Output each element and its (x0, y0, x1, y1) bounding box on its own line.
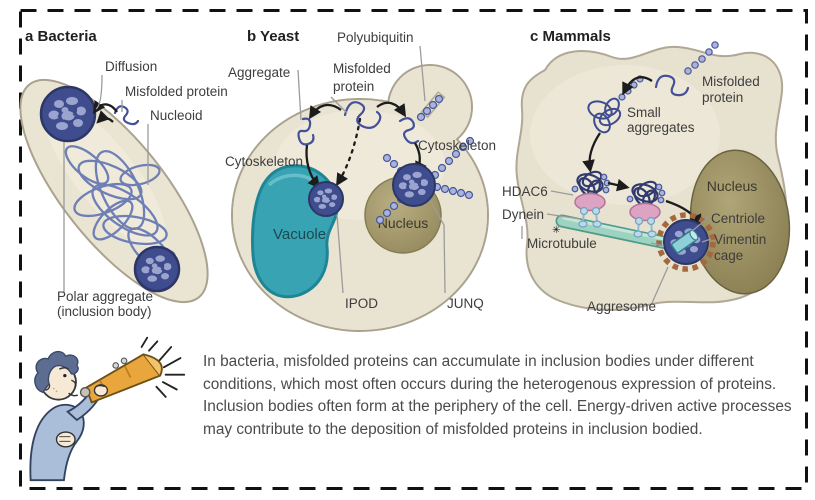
caption-text: In bacteria, misfolded proteins can accu… (203, 353, 792, 438)
announcer-head (34, 350, 79, 401)
announcer-cartoon (29, 336, 186, 482)
misfolded-protein-squiggle-center (343, 101, 382, 130)
label-vimentin-1: Vimentin (714, 232, 766, 247)
panel-title-yeast: b Yeast (247, 28, 299, 45)
megaphone (79, 353, 163, 404)
label-centriole: Centriole (711, 211, 765, 226)
label-cytoskeleton-left: Cytoskeleton (225, 154, 303, 169)
label-junq: JUNQ (447, 296, 484, 311)
panel-bacteria: a Bacteria (19, 28, 228, 319)
mammal-nucleus: Nucleus (689, 149, 791, 295)
ubiquitinated-squiggle-right (398, 117, 420, 145)
aggregate-squiggle-left (297, 117, 315, 146)
misfolded-protein-squiggle (113, 105, 140, 126)
label-hdac6: HDAC6 (502, 184, 548, 199)
transport-arrows (582, 76, 702, 228)
label-dynein: Dynein (502, 207, 544, 222)
centriole (671, 229, 699, 254)
label-polar-aggregate-1: Polar aggregate (57, 289, 153, 304)
label-polar-aggregate-2: (inclusion body) (57, 304, 152, 319)
panel-mammals: c Mammals Nucleus (502, 28, 791, 314)
ipod-aggregate (308, 181, 344, 217)
label-small-aggregates-2: aggregates (627, 120, 695, 135)
panel-title-bacteria: a Bacteria (25, 28, 97, 45)
leader-lines-yeast (297, 45, 446, 294)
sound-burst-lines (140, 336, 186, 398)
label-misfolded-2: protein (333, 79, 374, 94)
label-diffusion: Diffusion (105, 59, 157, 74)
label-ipod: IPOD (345, 296, 378, 311)
label-microtubule: Microtubule (527, 236, 597, 251)
polar-aggregate-bottom (133, 245, 181, 293)
panel-yeast: b Yeast Vacuole Nucleus (225, 28, 496, 332)
label-cytoskeleton-right: Cytoskeleton (418, 138, 496, 153)
label-misfolded-1: Misfolded (702, 74, 760, 89)
label-vacuole: Vacuole (273, 226, 326, 243)
aggresome (656, 212, 716, 272)
label-vimentin-2: cage (714, 248, 743, 263)
small-aggregates-tangle (587, 97, 622, 134)
label-mammal-nucleus: Nucleus (707, 178, 758, 194)
label-misfolded-1: Misfolded (333, 61, 391, 76)
label-misfolded-2: protein (702, 90, 743, 105)
label-aggregate: Aggregate (228, 65, 290, 80)
label-polyubiquitin: Polyubiquitin (337, 30, 414, 45)
ubiquitin-chain (684, 41, 719, 75)
microtubule-minus-end-marker: ✳ (552, 225, 560, 236)
panel-title-mammals: c Mammals (530, 28, 611, 45)
polyubiquitin-bead-chain (416, 94, 444, 122)
label-misfolded-protein: Misfolded protein (125, 84, 228, 99)
polar-aggregate-top (39, 85, 97, 143)
leader-lines-mammals (521, 190, 712, 304)
leader-lines-bacteria (63, 74, 149, 293)
label-aggresome: Aggresome (587, 299, 656, 314)
junq-aggregate (375, 136, 475, 225)
label-nucleoid: Nucleoid (150, 108, 203, 123)
misfolded-protein-squiggle (654, 74, 690, 97)
label-yeast-nucleus: Nucleus (378, 215, 429, 231)
label-small-aggregates-1: Small (627, 105, 661, 120)
